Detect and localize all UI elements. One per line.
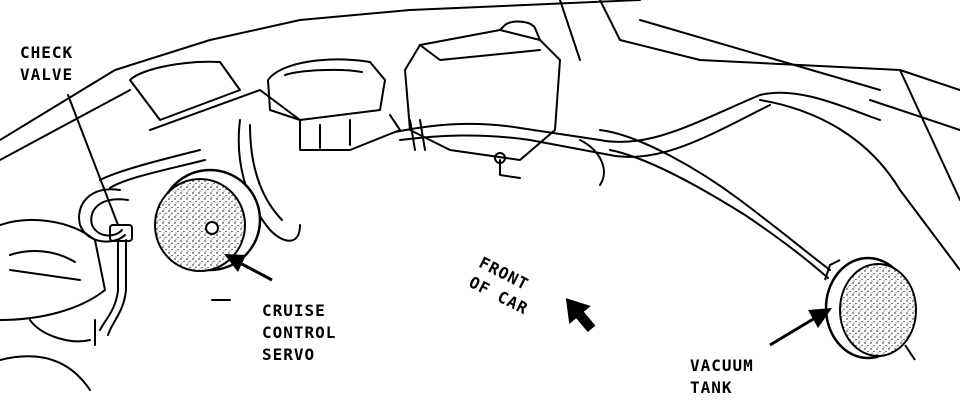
engine-left-block bbox=[0, 60, 301, 391]
callout-leaders bbox=[67, 94, 231, 301]
check-valve-label: CHECK VALVE bbox=[20, 42, 73, 86]
vacuum-tank-line-2: TANK bbox=[690, 378, 733, 397]
servo-pointer-arrow bbox=[224, 254, 273, 282]
cruise-servo-line-3: SERVO bbox=[262, 345, 316, 364]
coolant-reservoir bbox=[404, 20, 561, 179]
check-valve-line-1: CHECK bbox=[20, 43, 74, 62]
vacuum-tank-label: VACUUM TANK bbox=[690, 355, 754, 399]
vacuum-tank-pointer-arrow bbox=[769, 308, 832, 347]
vacuum-tank-unit bbox=[824, 256, 917, 361]
front-of-car-arrow bbox=[565, 298, 596, 333]
servo-unit bbox=[154, 168, 262, 272]
check-valve-line-2: VALVE bbox=[20, 65, 74, 84]
hoses bbox=[99, 91, 881, 279]
check-valve-hose bbox=[78, 188, 133, 346]
cruise-control-servo-label: CRUISE CONTROL SERVO bbox=[262, 300, 336, 366]
cruise-servo-line-2: CONTROL bbox=[262, 323, 337, 342]
cruise-servo-line-1: CRUISE bbox=[262, 301, 326, 320]
hood-outline bbox=[0, 0, 960, 271]
master-cylinder bbox=[267, 58, 401, 151]
vacuum-tank-line-1: VACUUM bbox=[690, 356, 754, 375]
